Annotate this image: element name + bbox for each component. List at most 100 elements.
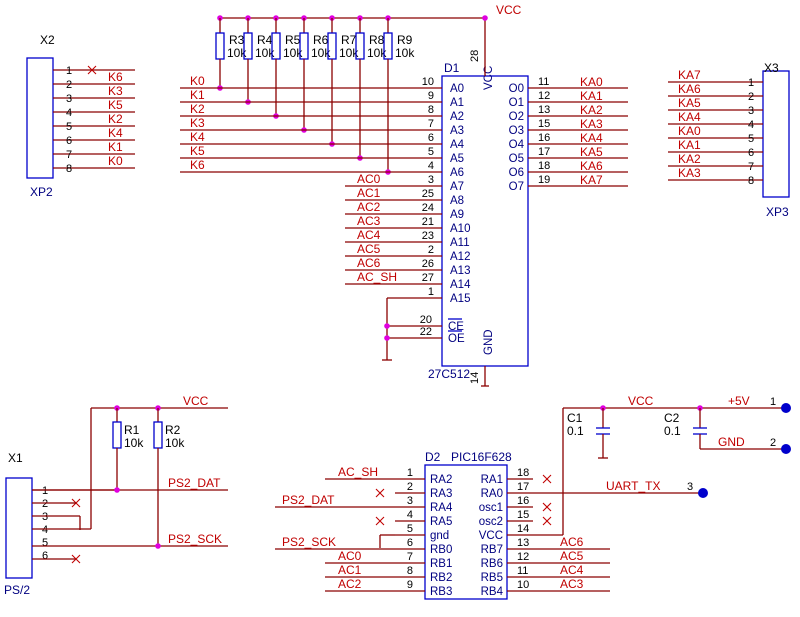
resistor-ref: R4 <box>257 33 273 47</box>
junction-dot <box>482 15 488 21</box>
d1-pin-num: 24 <box>422 202 434 214</box>
cap-ref: C1 <box>567 411 583 425</box>
d1-pin-name: O7 <box>509 181 524 193</box>
d1-pin-name: O6 <box>509 167 524 179</box>
net-label: AC_SH <box>338 465 378 479</box>
x2-pin-num: 1 <box>66 65 72 77</box>
x2-body <box>26 57 54 179</box>
d1-pin-name: A12 <box>450 251 470 263</box>
x2-pin-num: 5 <box>66 121 72 133</box>
net-label: K2 <box>190 102 205 116</box>
d2-pin-name: RB1 <box>430 558 452 570</box>
d1-pin-num: 6 <box>428 132 434 144</box>
d2-pin-num: 16 <box>517 495 529 507</box>
x3-pin-num: 5 <box>748 133 754 145</box>
d1-part: 27C512 <box>428 367 470 381</box>
junction-dot <box>384 335 390 341</box>
net-label: K3 <box>190 116 205 130</box>
resistor-value: 10k <box>283 46 303 60</box>
net-label: KA5 <box>678 96 701 110</box>
x3-pin-num: 2 <box>748 91 754 103</box>
net-label: K4 <box>108 126 123 140</box>
d1-gnd-pin: 14 <box>469 372 481 384</box>
net-label: AC1 <box>338 563 362 577</box>
d1-pin-num: 8 <box>428 104 434 116</box>
net-ps2-sck-label: PS2_SCK <box>168 532 222 546</box>
d2-pin-num: 7 <box>407 551 413 563</box>
d1-pin-name: A8 <box>450 195 464 207</box>
net-label: K4 <box>190 130 205 144</box>
resistor-value: 10k <box>395 46 415 60</box>
d1-pin-num: 7 <box>428 118 434 130</box>
net-label: KA2 <box>580 103 603 117</box>
d1-vcc-label: VCC <box>483 66 495 90</box>
x2-pin-num: 2 <box>66 79 72 91</box>
d2-pin-name: RA2 <box>430 474 452 486</box>
d1-pin-name: A1 <box>450 97 464 109</box>
d2-pin-name: RA1 <box>481 474 503 486</box>
x1-pin-num: 5 <box>42 537 48 549</box>
junction-dot <box>114 487 120 493</box>
d2-pin-num: 9 <box>407 579 413 591</box>
x3-pin-num: 6 <box>748 147 754 159</box>
net-label: KA0 <box>678 124 701 138</box>
terminal-num: 1 <box>770 396 776 408</box>
resistor-R2 <box>153 421 163 449</box>
x3-pin-num: 4 <box>748 119 754 131</box>
resistor-value: 10k <box>165 436 185 450</box>
x3-pin-num: 7 <box>748 161 754 173</box>
net-label: AC4 <box>560 563 584 577</box>
d1-pin-name: O5 <box>509 153 524 165</box>
resistor-value: 10k <box>227 46 247 60</box>
resistor-ref: R2 <box>165 423 181 437</box>
net-label: KA6 <box>678 82 701 96</box>
d2-pin-name: RB0 <box>430 544 452 556</box>
d2-pin-name: RB2 <box>430 572 452 584</box>
d2-pin-name: osc1 <box>479 502 503 514</box>
x2-pin-num: 4 <box>66 107 72 119</box>
net-label: AC3 <box>560 577 584 591</box>
x2-name: XP2 <box>30 185 53 199</box>
d1-pin-name: A9 <box>450 209 464 221</box>
net-label: PS2_SCK <box>282 535 336 549</box>
d2-pin-num: 5 <box>407 523 413 535</box>
d1-pin-num: 5 <box>428 146 434 158</box>
net-ps2-dat-label: PS2_DAT <box>168 476 221 490</box>
no-connect-mark <box>542 474 552 484</box>
resistor-value: 10k <box>339 46 359 60</box>
d1-vcc-pin: 28 <box>469 50 481 62</box>
no-connect-mark <box>542 516 552 526</box>
d1-pin-name: O0 <box>509 83 524 95</box>
d1-pin-name: A5 <box>450 153 464 165</box>
net-gnd-label: GND <box>718 435 745 449</box>
resistor-value: 10k <box>255 46 275 60</box>
no-connect-mark <box>375 488 385 498</box>
x2-pin-num: 6 <box>66 135 72 147</box>
d1-pin-name: O4 <box>509 139 525 151</box>
net-label: K3 <box>108 84 123 98</box>
resistor-ref: R8 <box>369 33 385 47</box>
resistor-value: 10k <box>124 436 144 450</box>
net-5v-label: +5V <box>728 394 750 408</box>
d2-pin-name: VCC <box>479 530 503 542</box>
net-label: AC_SH <box>357 270 397 284</box>
net-label: K0 <box>190 74 205 88</box>
x3-ref: X3 <box>764 61 779 75</box>
junction-dot <box>155 543 161 549</box>
net-label: PS2_DAT <box>282 493 335 507</box>
d1-pin-num: 18 <box>538 160 550 172</box>
d2-pin-name: gnd <box>430 530 449 542</box>
net-label: K1 <box>108 140 123 154</box>
net-label: K5 <box>190 144 205 158</box>
net-label: KA7 <box>580 173 603 187</box>
x1-pin-num: 1 <box>42 485 48 497</box>
net-label: AC3 <box>357 214 381 228</box>
resistor-ref: R3 <box>229 33 245 47</box>
net-label: K5 <box>108 98 123 112</box>
d2-pin-name: RB4 <box>481 586 504 598</box>
d1-pin-num: 11 <box>538 76 549 88</box>
net-label: KA4 <box>580 131 603 145</box>
x1-pin-num: 4 <box>42 524 48 536</box>
d2-pin-name: RB6 <box>481 558 503 570</box>
net-label: KA1 <box>580 89 603 103</box>
